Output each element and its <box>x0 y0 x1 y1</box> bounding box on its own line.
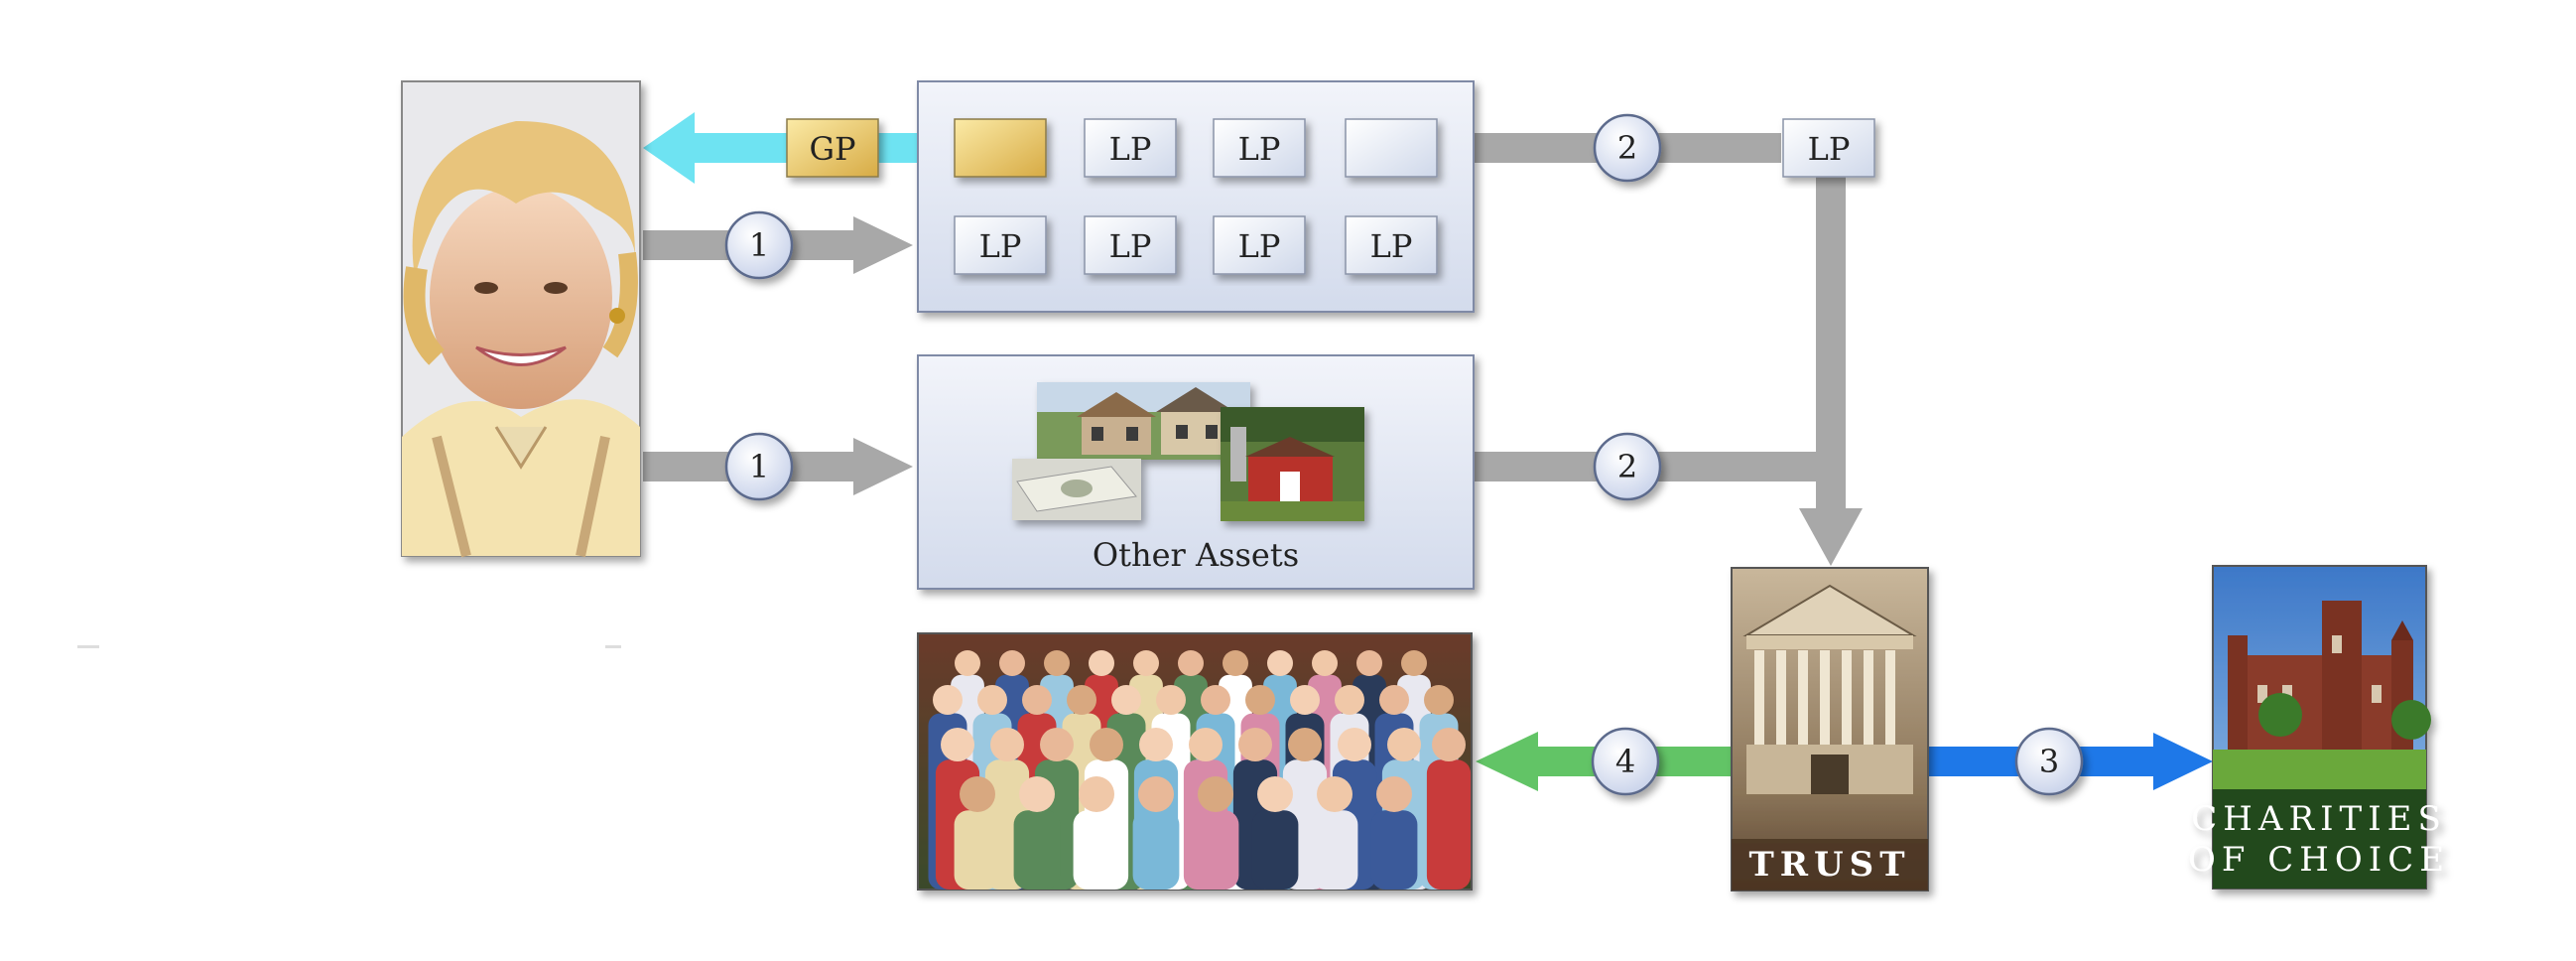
grantor-photo <box>401 80 641 558</box>
lp-label: LP <box>1238 227 1281 265</box>
charities-label-line1: CHARITIES <box>2191 799 2446 839</box>
step-number: 3 <box>2039 743 2059 780</box>
cash-photo <box>1012 459 1141 520</box>
step-number: 1 <box>749 448 769 485</box>
other-assets-panel: Other Assets <box>917 354 1475 590</box>
transferred-lp-box: LP <box>1782 118 1875 178</box>
gp-share-box <box>954 118 1047 178</box>
step-circle-1-top: 1 <box>724 210 794 280</box>
empty-lp-slot <box>1345 118 1438 178</box>
gp-box: GP <box>786 118 879 178</box>
lp-panel: LP LP LP LP LP LP <box>917 80 1475 313</box>
step-circle-1-bottom: 1 <box>724 432 794 501</box>
stray-mark <box>77 645 99 648</box>
stray-mark <box>605 645 621 648</box>
step-circle-2-bottom: 2 <box>1593 432 1662 501</box>
lp-label: LP <box>1109 227 1152 265</box>
charities-label-line2: OF CHOICE <box>2188 840 2450 880</box>
gp-label: GP <box>809 130 855 168</box>
lp-box: LP <box>1213 215 1306 275</box>
lp-box: LP <box>1213 118 1306 178</box>
step-circle-4: 4 <box>1591 727 1660 796</box>
step-number: 2 <box>1617 448 1637 485</box>
lp-label: LP <box>1370 227 1413 265</box>
step-number: 4 <box>1615 743 1635 780</box>
lp-label: LP <box>979 227 1022 265</box>
lp-box: LP <box>1084 118 1177 178</box>
house-photo <box>1037 382 1250 460</box>
trust-building: TRUST <box>1731 567 1929 892</box>
step-circle-2-top: 2 <box>1593 113 1662 183</box>
step-number: 1 <box>749 226 769 264</box>
step-circle-3: 3 <box>2014 727 2084 796</box>
to-trust-arrow <box>1799 174 1863 566</box>
family-photo <box>917 632 1473 891</box>
lp-label: LP <box>1109 130 1152 168</box>
lp-box: LP <box>1345 215 1438 275</box>
charities-photo: CHARITIES OF CHOICE <box>2188 565 2450 890</box>
lp-box: LP <box>954 215 1047 275</box>
lp-box: LP <box>1084 215 1177 275</box>
trust-label: TRUST <box>1748 845 1910 885</box>
farm-photo <box>1221 407 1364 521</box>
lp-label: LP <box>1808 130 1851 168</box>
lp-label: LP <box>1238 130 1281 168</box>
other-assets-label: Other Assets <box>1093 536 1299 574</box>
step-number: 2 <box>1617 129 1637 167</box>
